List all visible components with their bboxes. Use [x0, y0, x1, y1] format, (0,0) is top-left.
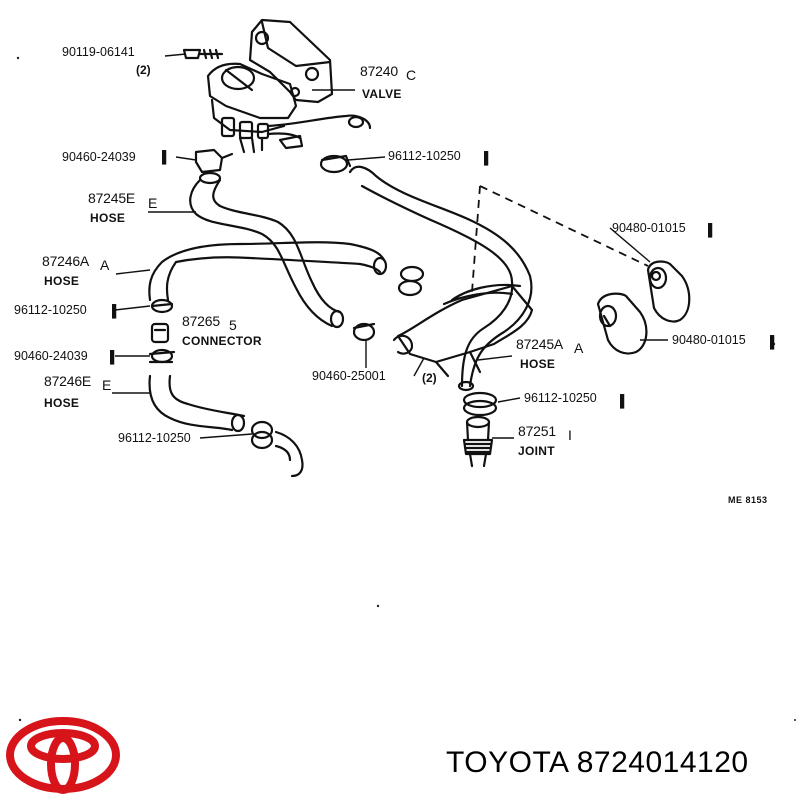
toyota-logo: [6, 717, 120, 794]
reference-code: ME 8153: [728, 495, 768, 505]
tick-mark: ▌: [708, 223, 717, 237]
clamp-bottom-left-part-number: 96112-10250: [118, 431, 191, 445]
hose-87246e-name: HOSE: [44, 396, 80, 410]
bolt-part-number: 90119-06141: [62, 45, 135, 59]
tick-mark: ▌: [112, 304, 121, 318]
mid-quantity: (2): [422, 371, 437, 385]
clip-left-2-part-number: 90460-24039: [14, 349, 88, 363]
joint-name: JOINT: [518, 444, 555, 458]
caption: TOYOTA 8724014120: [446, 746, 749, 779]
clamp-left-1: [150, 298, 174, 314]
scan-specks: [16, 56, 796, 722]
connector: [150, 322, 170, 344]
hose-87245e-part-number: 87245E: [88, 190, 136, 206]
grommet-lower-part-number: 90480-01015: [672, 333, 746, 347]
grommet-upper-part-number: 90480-01015: [612, 221, 686, 235]
hose-87246e: [148, 374, 246, 432]
connector-mark: 5: [229, 317, 237, 333]
bolt: [182, 48, 224, 60]
clip-mid-part-number: 90460-25001: [312, 369, 386, 383]
tick-mark: ▌: [110, 350, 119, 364]
hose-87246a-end: [372, 256, 388, 276]
joint: [462, 415, 494, 468]
bolt-quantity: (2): [136, 63, 151, 77]
hose-87246a: [148, 241, 386, 302]
valve-mark: C: [406, 67, 416, 83]
valve-assembly: [206, 18, 372, 154]
clamp-bottom-left: [250, 420, 274, 450]
hose-87246e-mark: E: [102, 377, 112, 393]
hose-87245e-top-end: [198, 171, 222, 185]
tick-mark: ▌: [162, 150, 171, 164]
clip-top-left: [194, 148, 234, 174]
clamp-bottom-right-part-number: 96112-10250: [524, 391, 597, 405]
hose-bottom-stub: [274, 430, 304, 478]
clip-mid: [352, 322, 376, 342]
clamp-left-1-part-number: 96112-10250: [14, 303, 87, 317]
hose-87246a-part-number: 87246A: [42, 253, 90, 269]
hose-87245e: [189, 178, 342, 328]
joint-mark: I: [568, 427, 572, 443]
clip-left-2: [148, 348, 176, 364]
hose-87245e-name: HOSE: [90, 211, 126, 225]
hose-87245e-end: [329, 309, 345, 329]
hose-87245e-mark: E: [148, 195, 158, 211]
clamp-top: [319, 154, 352, 174]
hose-87245a-part-number: 87245A: [516, 336, 564, 352]
clamp-bottom-right: [462, 391, 498, 417]
hose-87246e-part-number: 87246E: [44, 373, 92, 389]
hose-87246a-name: HOSE: [44, 274, 80, 288]
grommet-upper: [646, 260, 691, 323]
hose-87245a-mark: A: [574, 340, 584, 356]
connector-part-number: 87265: [182, 313, 220, 329]
hose-87246a-mark: A: [100, 257, 110, 273]
clip-top-left-part-number: 90460-24039: [62, 150, 136, 164]
clamp-top-part-number: 96112-10250: [388, 149, 461, 163]
hose-87245a-name: HOSE: [520, 357, 556, 371]
valve-part-number: 87240: [360, 63, 398, 79]
tick-mark: ▌: [770, 335, 779, 349]
connector-name: CONNECTOR: [182, 334, 262, 348]
bracket-plate: [392, 284, 534, 378]
clamp-mid-right: [397, 265, 425, 297]
valve-name: VALVE: [362, 87, 402, 101]
hose-87245a: [348, 165, 533, 388]
leader-lines: [112, 53, 668, 439]
grommet-lower: [596, 292, 648, 355]
tick-mark: ▌: [484, 151, 493, 165]
tick-mark: ▌: [620, 394, 629, 408]
joint-part-number: 87251: [518, 423, 556, 439]
dashed-leader: [471, 185, 649, 293]
